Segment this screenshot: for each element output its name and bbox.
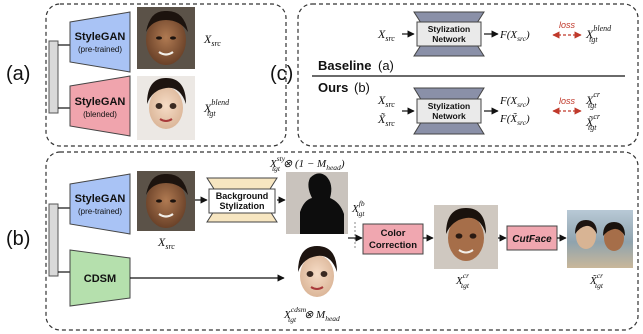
ours-network-label2: Network: [432, 111, 466, 121]
stylegan-sub-a1: (pre-trained): [78, 45, 122, 54]
stylegan-sub-a2: (blended): [83, 110, 117, 119]
stylegan-pretrained-b: [69, 173, 131, 235]
color-correction-label1: Color: [381, 228, 406, 239]
background-stylization-label1: Background: [216, 191, 269, 201]
latent-vector-b: [48, 203, 59, 277]
baseline-tag: (a): [378, 58, 394, 73]
cartoon-face-image-b: [286, 244, 348, 306]
background-stylization-box: [208, 188, 276, 214]
cutface-composite-image: [567, 210, 633, 268]
baseline-title: Baseline: [318, 58, 371, 73]
panel-a-label: (a): [6, 63, 30, 85]
panel-c-frame: [297, 3, 639, 147]
panel-b-label: (b): [6, 228, 30, 250]
ours-tag: (b): [354, 80, 370, 95]
baseline-input: Xsrc: [377, 27, 395, 43]
baseline-output: F(Xsrc): [499, 29, 530, 43]
cutface-label: CutFace: [512, 234, 552, 245]
color-correction-label2: Correction: [369, 240, 417, 251]
baseline-network-label2: Network: [432, 34, 466, 44]
label-x-src-b: Xsrc: [157, 235, 175, 251]
stylized-background-image: [286, 172, 348, 234]
baseline-network-label1: Stylization: [428, 24, 471, 34]
baseline-network-box: [416, 21, 482, 47]
stylegan-pretrained-a: [69, 11, 131, 73]
latent-vector-a: [48, 40, 59, 114]
ours-loss-label: loss: [559, 96, 576, 106]
ours-output-1: F(Xsrc): [499, 95, 530, 109]
ours-input-1: Xsrc: [377, 93, 395, 109]
color-corrected-face-image: [434, 205, 498, 269]
cdsm-label: CDSM: [84, 273, 116, 285]
panel-c-label: (c): [270, 63, 293, 85]
stylegan-sub-b: (pre-trained): [78, 207, 122, 216]
background-stylization-label2: Stylization: [219, 201, 264, 211]
baseline-loss-label: loss: [559, 20, 576, 30]
stylegan-title-a2: StyleGAN: [75, 96, 126, 108]
ours-title: Ours: [318, 80, 348, 95]
stylegan-blended-a: [69, 75, 131, 137]
cutface-box: [506, 225, 558, 251]
panel-b-frame: [45, 151, 639, 331]
real-face-image-a: [137, 7, 195, 69]
cdsm-module: [69, 249, 131, 307]
color-correction-box: [362, 223, 424, 255]
ours-network-box: [416, 98, 482, 124]
ours-output-2: F(X̃src): [499, 112, 530, 127]
real-face-image-b: [137, 171, 195, 231]
cartoon-face-image-a: [137, 76, 195, 140]
ours-input-2: X̃src: [377, 112, 395, 128]
panel-a-frame: [45, 3, 287, 147]
stylegan-title-a1: StyleGAN: [75, 31, 126, 43]
stylegan-title-b: StyleGAN: [75, 193, 126, 205]
ours-network-label1: Stylization: [428, 101, 471, 111]
label-x-src-a: Xsrc: [203, 32, 221, 48]
